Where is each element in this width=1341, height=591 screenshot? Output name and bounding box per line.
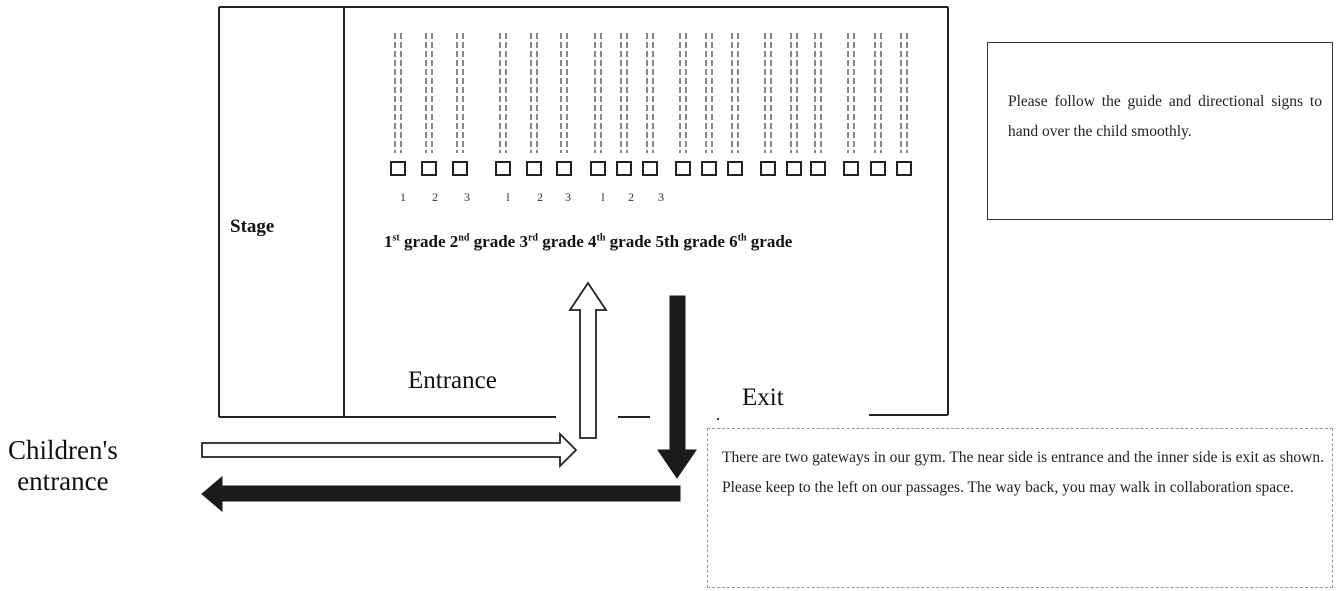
class-marker xyxy=(810,161,826,176)
class-marker xyxy=(452,161,468,176)
grade-label-1: 1st grade xyxy=(384,232,450,251)
class-marker xyxy=(727,161,743,176)
class-marker xyxy=(760,161,776,176)
grade-labels-row: 1st grade 2nd grade 3rd grade 4th grade … xyxy=(384,232,792,252)
class-numbers: 1 2 3 l 2 3 l 2 3 xyxy=(400,190,664,204)
class-marker xyxy=(526,161,542,176)
class-number-label: 3 xyxy=(658,190,664,204)
class-marker xyxy=(701,161,717,176)
grade-label-5: 5th grade xyxy=(655,232,730,251)
class-marker xyxy=(556,161,572,176)
grade-label-4: 4th grade xyxy=(588,232,656,251)
speck xyxy=(716,417,720,421)
class-marker xyxy=(896,161,912,176)
class-marker xyxy=(642,161,658,176)
childrens-entrance-label: Children's entrance xyxy=(8,435,118,497)
class-number-label: 1 xyxy=(400,190,406,204)
guide-note-box: Please follow the guide and directional … xyxy=(987,42,1333,220)
class-marker xyxy=(843,161,859,176)
exit-down-arrow xyxy=(657,295,697,479)
grade-label-3: 3rd grade xyxy=(519,232,588,251)
class-marker xyxy=(421,161,437,176)
class-marker xyxy=(390,161,406,176)
entrance-label: Entrance xyxy=(408,367,497,394)
class-marker xyxy=(675,161,691,176)
return-left-arrow xyxy=(201,475,681,513)
class-marker xyxy=(616,161,632,176)
class-marker xyxy=(786,161,802,176)
exit-label: Exit xyxy=(742,384,784,411)
seat-rows xyxy=(394,33,908,153)
class-number-label: 3 xyxy=(565,190,571,204)
class-marker xyxy=(870,161,886,176)
childrens-entrance-line2: entrance xyxy=(17,466,109,496)
gym-walls xyxy=(218,6,949,418)
children-entrance-arrow xyxy=(201,431,578,469)
class-number-label: l xyxy=(506,190,510,204)
class-markers xyxy=(390,161,912,176)
grade-label-6: 6th grade xyxy=(729,232,793,251)
class-marker xyxy=(495,161,511,176)
class-marker xyxy=(590,161,606,176)
class-number-label: l xyxy=(601,190,605,204)
class-number-label: 2 xyxy=(537,190,543,204)
class-number-label: 2 xyxy=(628,190,634,204)
class-number-label: 2 xyxy=(432,190,438,204)
class-number-label: 3 xyxy=(464,190,470,204)
gateway-note-box: There are two gateways in our gym. The n… xyxy=(707,428,1333,588)
stage-label: Stage xyxy=(230,216,275,237)
grade-label-2: 2nd grade xyxy=(449,232,520,251)
entrance-up-arrow xyxy=(568,281,608,439)
childrens-entrance-line1: Children's xyxy=(8,435,118,465)
